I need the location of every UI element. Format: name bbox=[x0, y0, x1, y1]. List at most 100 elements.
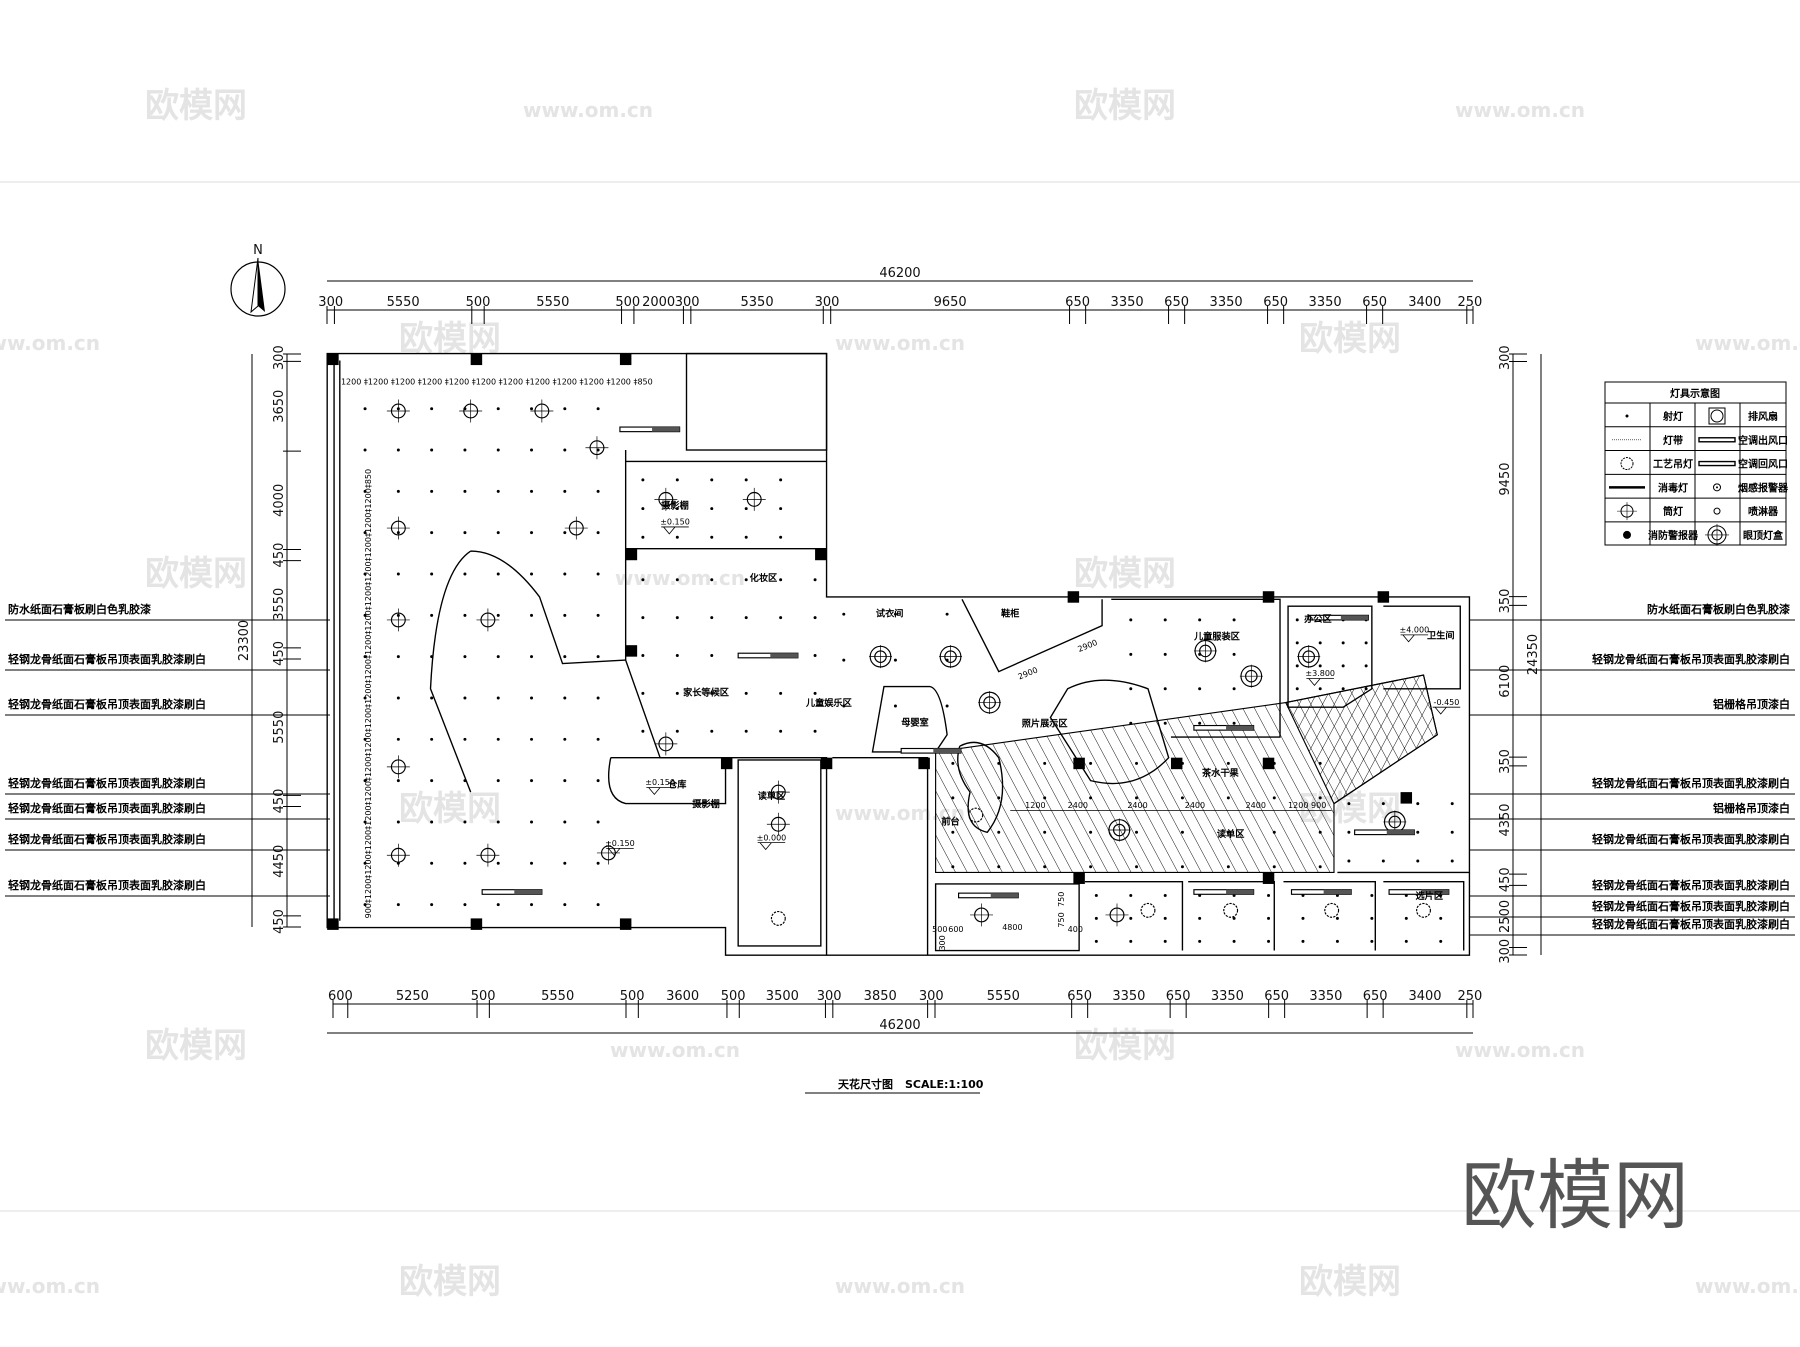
spotlight-icon bbox=[1295, 664, 1299, 668]
elevation-marks: ±0.150±0.150±0.150±0.000±4.000±3.800-0.4… bbox=[605, 518, 1461, 856]
spotlight-icon bbox=[1404, 939, 1408, 943]
downlight-cross bbox=[1105, 903, 1129, 927]
dimension-label: 5550 bbox=[541, 989, 574, 1004]
column bbox=[327, 918, 339, 930]
shoe-cabinet bbox=[961, 598, 1103, 673]
downlight-cross bbox=[939, 645, 963, 669]
downlight-cross bbox=[386, 516, 410, 540]
spotlight-icon bbox=[710, 478, 714, 482]
legend-label: 灯带 bbox=[1663, 434, 1683, 447]
legend-label: 空调回风口 bbox=[1738, 458, 1788, 471]
drawing-scale: SCALE:1:100 bbox=[905, 1078, 984, 1091]
watermark: 欧模网 bbox=[399, 1262, 501, 1302]
elevation-marker-icon bbox=[606, 847, 634, 856]
spotlight-icon bbox=[641, 654, 645, 658]
left-material-note: 轻钢龙骨纸面石膏板吊顶表面乳胶漆刷白 bbox=[8, 801, 206, 815]
legend-label: 排风扇 bbox=[1748, 410, 1778, 423]
spotlight-icon bbox=[1318, 830, 1322, 834]
spotlight-icon bbox=[363, 531, 367, 535]
dimension-label: 650 bbox=[1166, 989, 1191, 1004]
spotlight-icon bbox=[430, 903, 434, 907]
inner-dimension: 600 bbox=[948, 925, 963, 934]
dimension-label: 3400 bbox=[1408, 989, 1441, 1004]
spotlight-icon bbox=[530, 903, 534, 907]
grid-col-dimension: 900‡1200‡1200‡1200‡1200‡1200‡1200‡1200‡1… bbox=[364, 469, 373, 919]
right-material-note: 轻钢龙骨纸面石膏板吊顶表面乳胶漆刷白 bbox=[1592, 652, 1790, 666]
spotlight-icon bbox=[596, 448, 600, 452]
spotlight-icon bbox=[563, 903, 567, 907]
spotlight-icon bbox=[1198, 939, 1202, 943]
spotlight-icon bbox=[363, 737, 367, 741]
spotlight-icon bbox=[1341, 641, 1345, 645]
spotlight-icon bbox=[596, 531, 600, 535]
spotlight-icon bbox=[1364, 664, 1368, 668]
spotlight-icon bbox=[813, 616, 817, 620]
spotlight-icon bbox=[744, 478, 748, 482]
spotlight-icon bbox=[951, 865, 955, 869]
spotlight-icon bbox=[779, 578, 783, 582]
spotlight-icon bbox=[1129, 916, 1133, 920]
downlight-cross bbox=[742, 487, 766, 511]
spotlight-icon bbox=[1450, 802, 1454, 806]
spotlight-icon bbox=[813, 654, 817, 658]
spotlight-icon bbox=[596, 407, 600, 411]
spotlight-icon bbox=[496, 489, 500, 493]
column bbox=[619, 918, 632, 930]
spotlight-icon bbox=[1267, 916, 1271, 920]
inner-dimension: 4800 bbox=[1002, 923, 1022, 932]
chandelier-icon bbox=[1140, 902, 1156, 918]
watermark: www.om.cn bbox=[1455, 98, 1585, 122]
spotlight-icon bbox=[1364, 641, 1368, 645]
spotlight-icon bbox=[1318, 687, 1322, 691]
spotlight-icon bbox=[430, 737, 434, 741]
spotlight-icon bbox=[1180, 830, 1184, 834]
spotlight-icon bbox=[463, 655, 467, 659]
spotlight-icon bbox=[563, 820, 567, 824]
dimension-label: 300 bbox=[919, 989, 944, 1004]
spotlight-icon bbox=[675, 535, 679, 539]
spotlight-icon bbox=[1089, 796, 1093, 800]
spotlight-icon bbox=[710, 729, 714, 733]
dimension-label: 6100 bbox=[1498, 665, 1513, 698]
inner-dimension: 2900 bbox=[1017, 665, 1039, 681]
watermark: 欧模网 bbox=[1074, 1026, 1176, 1066]
room-label: 摄影棚 bbox=[692, 798, 720, 810]
spotlight-icon bbox=[596, 696, 600, 700]
spotlight-icon bbox=[1089, 830, 1093, 834]
display-island bbox=[1049, 679, 1170, 785]
spotlight-icon bbox=[1043, 761, 1047, 765]
ac-vent-fill bbox=[1323, 889, 1352, 895]
spotlight-icon bbox=[496, 903, 500, 907]
office-area bbox=[1287, 605, 1373, 708]
spotlight-icon bbox=[463, 696, 467, 700]
floor-plan: 摄影棚化妆区试衣间鞋柜儿童服装区办公区卫生间家长等候区儿童娱乐区母婴室照片展示区… bbox=[326, 352, 1471, 956]
dimension-label: 500 bbox=[471, 989, 496, 1004]
right-material-note: 防水纸面石膏板刷白色乳胶漆 bbox=[1647, 602, 1790, 616]
spotlight-icon bbox=[641, 616, 645, 620]
legend-label: 筒灯 bbox=[1663, 505, 1683, 518]
spotlight-icon bbox=[1267, 893, 1271, 897]
spotlight-icon bbox=[563, 489, 567, 493]
downlight-cross bbox=[564, 516, 588, 540]
dimension-label: 450 bbox=[272, 789, 287, 814]
spotlight-icon bbox=[744, 535, 748, 539]
spotlight-icon bbox=[1226, 865, 1230, 869]
dimension-label: 300 bbox=[318, 295, 343, 310]
spotlight-icon bbox=[563, 613, 567, 617]
spotlight-icon bbox=[530, 696, 534, 700]
spotlight-icon bbox=[1232, 721, 1236, 725]
dimension-label: 650 bbox=[1264, 989, 1289, 1004]
ac-vent-fill bbox=[770, 653, 798, 658]
spotlight-icon bbox=[813, 691, 817, 695]
spotlight-icon bbox=[530, 489, 534, 493]
dimension-label: 300 bbox=[272, 345, 287, 370]
spotlight-icon bbox=[842, 704, 846, 708]
chandelier-icon bbox=[1620, 457, 1634, 471]
chandelier-icon bbox=[1416, 902, 1431, 918]
spotlight-icon bbox=[951, 796, 955, 800]
spotlight-icon bbox=[596, 779, 600, 783]
legend-label: 烟感报警器 bbox=[1738, 481, 1789, 494]
spotlight-icon bbox=[1318, 865, 1322, 869]
spotlight-icon bbox=[1198, 721, 1202, 725]
spotlight-icon bbox=[675, 654, 679, 658]
